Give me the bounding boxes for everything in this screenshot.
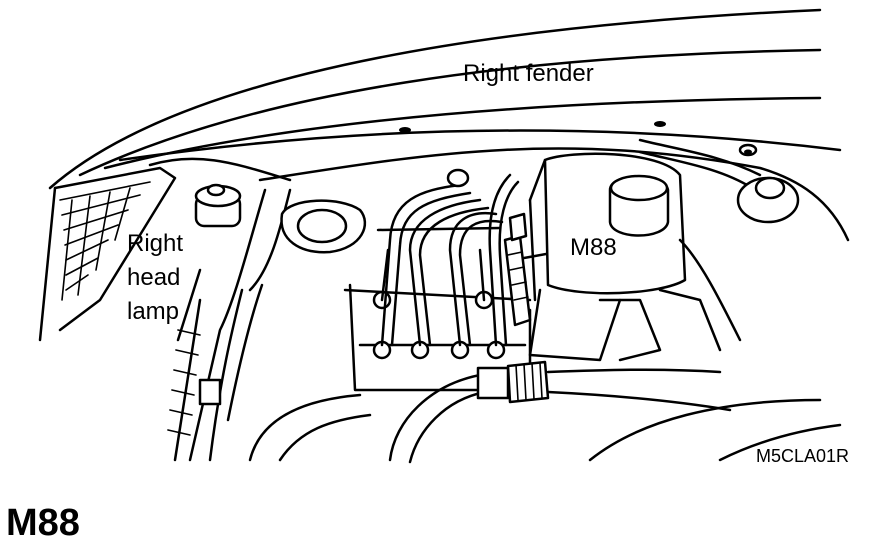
brake-lines: [380, 168, 520, 347]
page-title: M88: [6, 502, 80, 544]
head-lamp: [38, 166, 177, 342]
m88-connector: [503, 212, 570, 327]
label-right-head-lamp-line2: head: [127, 264, 181, 291]
head-lamp-leader: [176, 268, 202, 342]
label-right-head-lamp-line3: lamp: [127, 298, 180, 325]
vacuum-hose: [388, 360, 732, 464]
label-right-head-lamp-line1: Right: [127, 230, 184, 257]
radiator-cap: [194, 183, 242, 228]
hydraulic-unit: [343, 226, 532, 392]
fender-outline: [48, 8, 850, 242]
right-grommet: [638, 138, 800, 224]
label-m88-connector: M88: [570, 234, 617, 261]
engine-outline: [248, 393, 842, 462]
detail-marks: [399, 121, 752, 155]
left-inner-panel: [167, 188, 292, 462]
figure-code: M5CLA01R: [756, 446, 850, 466]
brake-fluid-reservoir: [528, 152, 687, 302]
strut-tower: [280, 199, 366, 254]
master-cylinder: [528, 238, 742, 362]
label-right-fender: Right fender: [463, 60, 594, 87]
